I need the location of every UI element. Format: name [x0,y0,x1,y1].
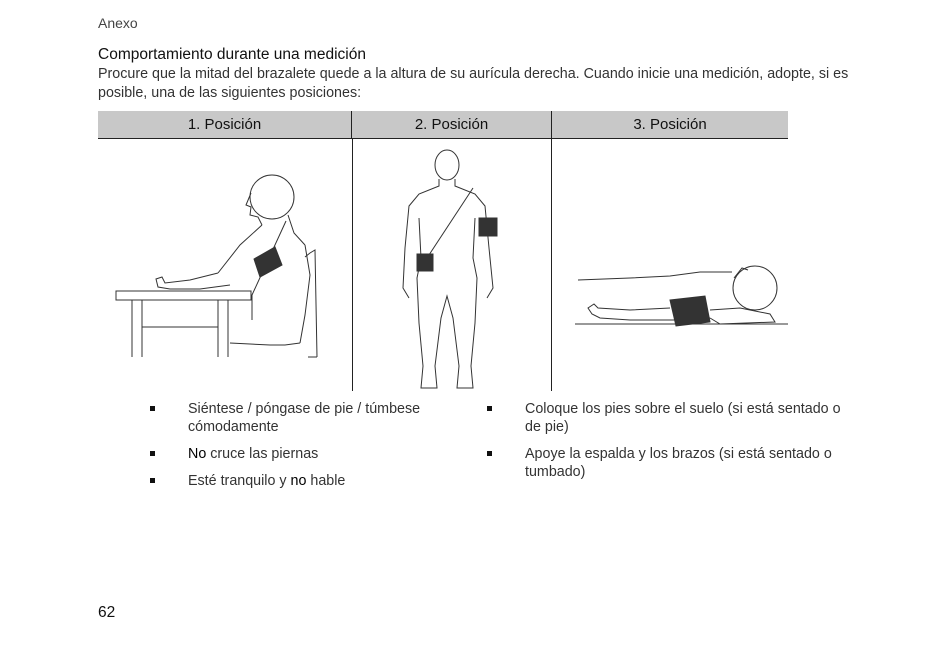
instruction-list-left: Siéntese / póngase de pie / túmbese cómo… [150,400,440,499]
lying-position-illustration [570,258,790,333]
intro-paragraph: Procure que la mitad del brazalete quede… [98,66,849,101]
bullet-square-icon [487,451,492,456]
bullet-square-icon [150,478,155,483]
positions-table-header: 1. Posición 2. Posición 3. Posición [98,111,788,139]
standing-position-illustration [395,148,505,391]
page-number: 62 [98,604,116,621]
bullet-square-icon [487,406,492,411]
list-item: Coloque los pies sobre el suelo (si está… [487,400,857,436]
section-heading: Comportamiento durante una medición [98,46,366,63]
list-item: Esté tranquilo y no hable [150,472,440,490]
column-header-position-2: 2. Posición [352,111,552,138]
column-divider [551,138,552,391]
section-label: Anexo [98,15,138,31]
seated-position-illustration [110,165,335,360]
bullet-square-icon [150,451,155,456]
list-item: No cruce las piernas [150,445,440,463]
column-divider [352,138,353,391]
instruction-list-right: Coloque los pies sobre el suelo (si está… [487,400,857,490]
column-header-position-3: 3. Posición [633,116,707,133]
list-item: Apoye la espalda y los brazos (si está s… [487,445,857,481]
list-item: Siéntese / póngase de pie / túmbese cómo… [150,400,440,436]
bullet-square-icon [150,406,155,411]
column-header-position-1: 1. Posición [98,111,352,138]
